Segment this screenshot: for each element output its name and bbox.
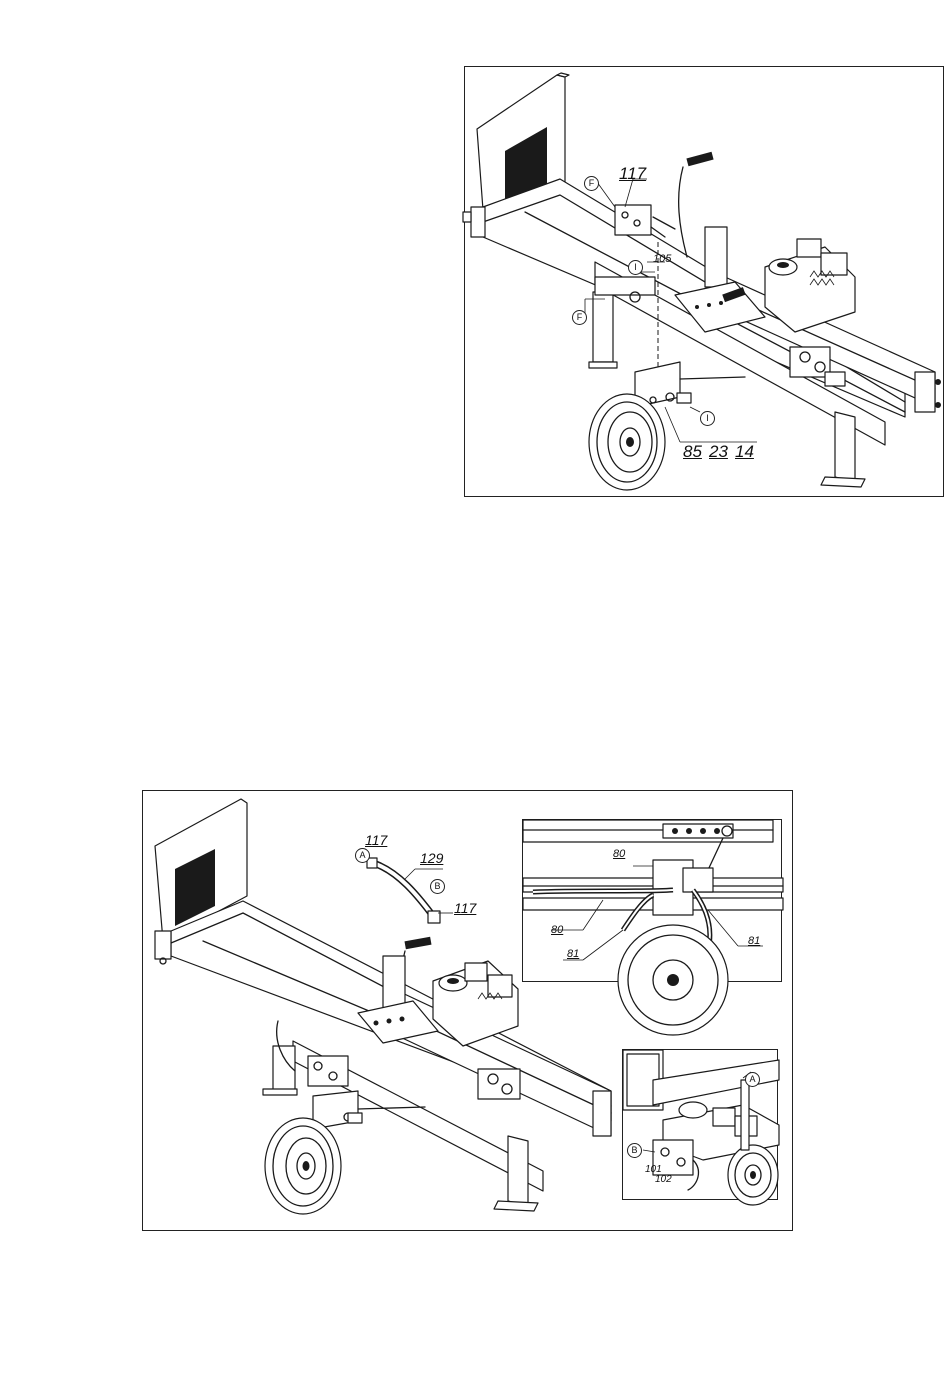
label-part-129: 129 [420, 851, 443, 865]
label-part-23: 23 [709, 443, 728, 460]
valve-marker-b: B [627, 1143, 642, 1158]
hose-detail-drawing [523, 820, 783, 983]
figure-top-assembly: 117 F 105 I F I 85 23 14 [464, 66, 944, 497]
valve-marker-a: A [745, 1072, 760, 1087]
inset-hose-detail: 80 80 81 81 [522, 819, 782, 982]
marker-f-top: F [584, 176, 599, 191]
label-part-80-left: 80 [551, 925, 563, 936]
label-part-80-top: 80 [613, 849, 625, 860]
label-part-102: 102 [655, 1175, 672, 1185]
label-part-117: 117 [619, 165, 646, 182]
inset-valve-detail: A B 101 102 [622, 1049, 778, 1200]
marker-a: A [355, 848, 370, 863]
label-part-85: 85 [683, 443, 702, 460]
label-part-117-b: 117 [454, 901, 476, 915]
marker-i-bottom: I [700, 411, 715, 426]
label-part-81-right: 81 [748, 936, 760, 947]
label-part-81-left: 81 [567, 949, 579, 960]
label-part-117-a: 117 [365, 833, 387, 847]
log-splitter-drawing-top [465, 67, 945, 498]
marker-b: B [430, 879, 445, 894]
marker-f-left: F [572, 310, 587, 325]
label-part-105: 105 [653, 254, 671, 265]
marker-i-top: I [628, 260, 643, 275]
label-part-14: 14 [735, 443, 754, 460]
